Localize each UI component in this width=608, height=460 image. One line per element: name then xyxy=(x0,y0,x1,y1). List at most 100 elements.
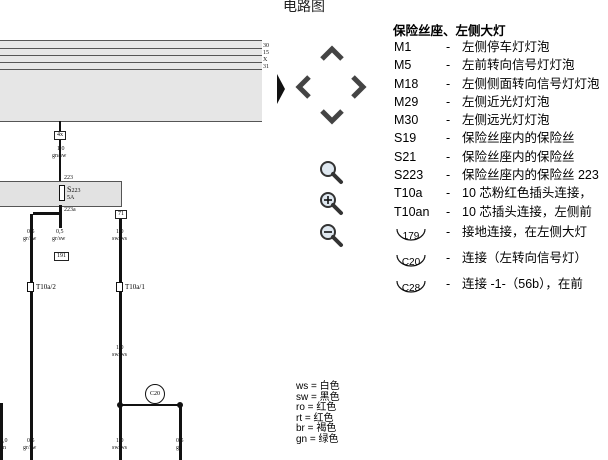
wire-size-label: 1,0 xyxy=(57,146,65,152)
color-legend-row: rt = 红色 xyxy=(296,412,334,424)
color-abbr: sw xyxy=(296,391,309,403)
junction-dot xyxy=(117,402,123,408)
legend-code: S223 xyxy=(394,168,424,183)
bottom-wire4-color: gn xyxy=(176,445,182,451)
legend-desc: 左侧远光灯灯泡 xyxy=(462,113,550,128)
fuse-s223-letter: S xyxy=(67,185,72,194)
bus-line-31 xyxy=(0,69,262,70)
legend-row: M18-左侧侧面转向信号灯灯泡 xyxy=(393,75,608,93)
bus-label-30: 30 xyxy=(263,43,269,49)
legend-code: S19 xyxy=(394,131,417,146)
wire4-color: sw/ws xyxy=(112,236,128,242)
chevron-left-icon xyxy=(295,75,311,99)
pan-down-button[interactable] xyxy=(319,106,345,126)
component-legend: 保险丝座、左侧大灯 M1-左侧停车灯灯泡 M5-左前转向信号灯灯泡 M18-左侧… xyxy=(393,22,608,299)
fuse-s223-amp: 5A xyxy=(67,195,75,201)
color-legend-row: ro = 红色 xyxy=(296,402,337,413)
legend-code: M30 xyxy=(394,113,419,128)
connector-t10a-2-label: T10a/2 xyxy=(36,282,56,291)
wire4-size: 1,0 xyxy=(116,229,124,235)
wire3-size: 0,5 xyxy=(56,229,64,235)
wire-c20-branch xyxy=(119,404,181,406)
wire-edge xyxy=(0,403,3,460)
magnifier-icon xyxy=(320,161,343,184)
color-abbr: rt xyxy=(296,412,303,424)
ref-box-191: 191 xyxy=(54,252,69,261)
wire5-color: sw/ws xyxy=(112,352,128,358)
connector-pin-icon xyxy=(116,282,123,292)
legend-dash: - xyxy=(446,224,451,239)
connector-pin-icon xyxy=(27,282,34,292)
bus-line-30 xyxy=(0,48,262,49)
junction-dot xyxy=(177,402,183,408)
badge-label: C28 xyxy=(401,282,421,294)
color-name: 褐色 xyxy=(316,423,337,434)
circuit-diagram: 30 15 X 31 4x 1,0 gn/sw 223 S223 5A 223a… xyxy=(0,0,285,460)
legend-dash: - xyxy=(446,131,451,146)
fuse-s223-label: S223 xyxy=(67,186,80,195)
color-abbr: ws xyxy=(296,381,309,392)
legend-dash: - xyxy=(446,76,451,91)
legend-code: T10a xyxy=(394,186,423,201)
legend-badge-row: C20 - 连接（左转向信号灯） xyxy=(393,247,608,273)
legend-code: M1 xyxy=(394,40,412,54)
bottom-wire1-color: gn xyxy=(0,445,6,451)
legend-dash: - xyxy=(446,94,451,109)
zoom-out-button[interactable] xyxy=(318,222,344,248)
chevron-up-icon xyxy=(320,45,344,61)
collapse-panel-arrow-icon[interactable] xyxy=(276,73,286,105)
legend-dash: - xyxy=(446,40,451,54)
wire-color-label: gn/sw xyxy=(52,153,67,159)
pan-up-button[interactable] xyxy=(319,44,345,64)
wire2-size: 0,5 xyxy=(27,229,35,235)
connector-t10a-1-label: T10a/1 xyxy=(125,282,145,291)
wire-color-legend: ws = 白色 sw = 黑色 ro = 红色 rt = 红色 br = 褐色 … xyxy=(296,381,340,445)
color-name: 白色 xyxy=(319,381,340,392)
pan-right-button[interactable] xyxy=(348,74,368,100)
legend-dash: - xyxy=(446,113,451,128)
legend-row: T10an-10 芯插头连接，左侧前 xyxy=(393,203,608,221)
fuse-s223-symbol xyxy=(59,185,65,201)
connection-badge: C28 xyxy=(393,273,429,297)
color-name: 黑色 xyxy=(319,391,340,403)
legend-code: S21 xyxy=(394,149,417,164)
wire-fuse-out xyxy=(59,205,62,213)
legend-badge-row: 179 - 接地连接，在左侧大灯 xyxy=(393,221,608,247)
wire-right-stub xyxy=(59,212,62,228)
legend-dash: - xyxy=(446,149,451,164)
fuse-terminal-bottom: 223a xyxy=(64,207,76,213)
chevron-down-icon xyxy=(320,109,344,125)
ref-box-4x: 4x xyxy=(54,131,66,140)
bottom-wire1-size: 1,0 xyxy=(0,438,8,444)
legend-desc: 接地连接，在左侧大灯 xyxy=(462,224,588,239)
legend-dash: - xyxy=(446,168,451,183)
legend-title: 保险丝座、左侧大灯 xyxy=(393,24,506,38)
bottom-wire2-size: 0,5 xyxy=(27,438,35,444)
wire5-size: 1,0 xyxy=(116,345,124,351)
pan-left-button[interactable] xyxy=(294,74,314,100)
legend-code: M5 xyxy=(394,58,412,73)
legend-desc: 保险丝座内的保险丝 223 xyxy=(462,168,599,183)
color-legend-row: ws = 白色 xyxy=(296,381,340,392)
zoom-in-button[interactable] xyxy=(318,190,344,216)
legend-desc: 保险丝座内的保险丝 xyxy=(462,131,575,146)
legend-desc: 左侧近光灯灯泡 xyxy=(462,94,550,109)
bottom-wire3-color: sw/ws xyxy=(112,445,128,451)
wire2-color: gr/sw xyxy=(23,236,37,242)
legend-row: M29-左侧近光灯灯泡 xyxy=(393,93,608,111)
wire-feed xyxy=(59,121,61,181)
legend-dash: - xyxy=(446,250,451,265)
legend-badge-row: C28 - 连接 -1-（56b），在前 xyxy=(393,273,608,299)
bus-label-15: 15 xyxy=(263,50,269,56)
ref-box-71: 71 xyxy=(115,210,127,219)
zoom-out-icon xyxy=(320,224,343,247)
legend-desc: 左侧停车灯灯泡 xyxy=(462,40,550,54)
connector-t10a-2: T10a/2 xyxy=(27,282,56,292)
color-name: 红色 xyxy=(313,412,334,424)
bus-label-x: X xyxy=(263,57,268,63)
legend-row: S223 -保险丝座内的保险丝 223 xyxy=(393,166,608,184)
page-title: 电路图 xyxy=(283,0,325,14)
zoom-fit-button[interactable] xyxy=(318,159,344,185)
legend-code: M18 xyxy=(394,76,419,91)
legend-row: T10a-10 芯粉红色插头连接， xyxy=(393,184,608,202)
